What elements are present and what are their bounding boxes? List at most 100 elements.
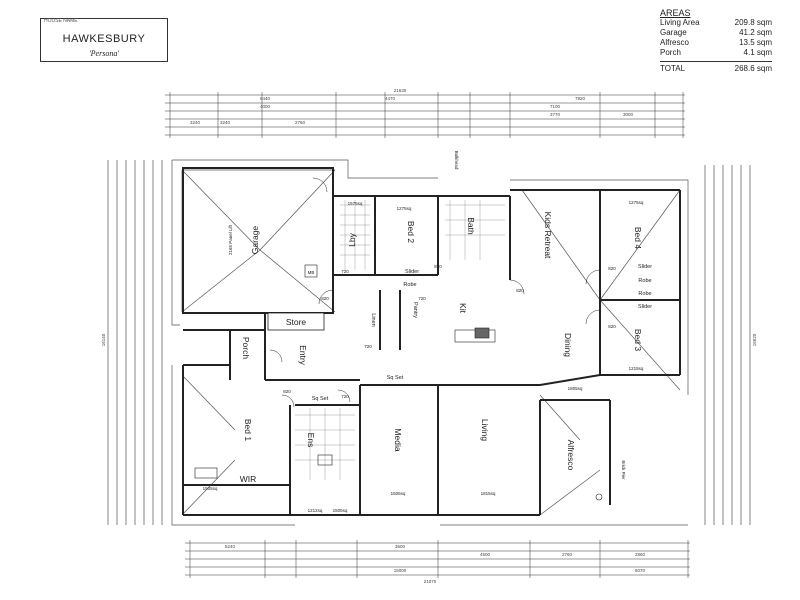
dimension-ticks	[169, 92, 689, 578]
room-bath: Bath	[466, 217, 476, 235]
room-laundry: Lby	[347, 232, 357, 246]
label-ceiling-media: 1505sq	[391, 491, 406, 496]
label-robe-bed3: Robe	[638, 291, 651, 297]
annotation-labels: Robe Slider Robe Robe Slider Slider Sq S…	[203, 151, 653, 513]
room-kitchen: Kit	[458, 303, 468, 314]
label-ceiling-bed2: 1275sq	[397, 206, 412, 211]
store-box	[267, 312, 325, 331]
label-robe: Robe	[403, 282, 416, 288]
dim-bot-overall: 21070	[424, 579, 437, 584]
dim-top-e: 4000	[260, 104, 271, 109]
dim-top-j: 3000	[623, 112, 634, 117]
area-value: 41.2 sqm	[739, 28, 772, 37]
label-door-width: 720	[341, 269, 349, 274]
dim-top-c: 7920	[575, 96, 586, 101]
label-ceiling-lby: 1575sq	[348, 201, 363, 206]
dim-top-a: 6440	[260, 96, 271, 101]
area-row: Alfresco 13.5 sqm	[660, 38, 772, 48]
dim-bot-f: 15000	[394, 568, 407, 573]
room-wir: WIR	[240, 474, 257, 484]
dimension-texts: 21630 6440 4470 7920 4000 7100 3240 2760…	[101, 88, 757, 584]
label-slider-bed3: Slider	[638, 304, 652, 310]
house-name-tag: HOUSE NAME	[44, 18, 78, 24]
label-door-width: 820	[608, 324, 616, 329]
area-row: Living Area 209.8 sqm	[660, 18, 772, 28]
label-brick-pier: Brick Pier	[621, 460, 626, 480]
room-ensuite: Ens	[306, 433, 316, 448]
label-robe-bed4: Robe	[638, 278, 651, 284]
dim-top-d: 3240	[190, 120, 201, 125]
label-meter-box: MB	[308, 270, 315, 275]
area-label: Porch	[660, 48, 681, 57]
label-door-width: 720	[418, 296, 426, 301]
room-garage: Garage	[250, 226, 260, 255]
room-alfresco: Alfresco	[566, 440, 576, 471]
roof-lines	[171, 159, 689, 526]
dim-top-overall: 21630	[394, 88, 407, 93]
areas-table: AREAS Living Area 209.8 sqm Garage 41.2 sq…	[660, 8, 772, 74]
area-value: 209.8 sqm	[734, 18, 772, 27]
room-pantry: Pantry	[412, 302, 418, 318]
label-ceiling-ens: 1212sq	[308, 508, 323, 513]
label-ceiling-hall: 1505sq	[333, 508, 348, 513]
dim-bot-d: 2760	[562, 552, 573, 557]
label-door-width: 820	[516, 288, 524, 293]
area-total-value: 268.6 sqm	[734, 64, 772, 73]
area-label: Alfresco	[660, 38, 689, 47]
label-ceiling-bed3: 1215sq	[629, 366, 644, 371]
dimension-lines	[107, 94, 751, 576]
room-media: Media	[393, 428, 403, 451]
label-ceiling-wir: 1505sq	[203, 486, 218, 491]
room-store: Store	[286, 317, 307, 327]
area-total-row: TOTAL 268.6 sqm	[660, 61, 772, 74]
garage-door-note: 2165 Panel Lift	[228, 224, 233, 255]
area-label: Living Area	[660, 18, 700, 27]
area-label: Garage	[660, 28, 687, 37]
title-block: HOUSE NAME HAWKESBURY 'Persona'	[40, 18, 168, 62]
label-slider-bed4: Slider	[638, 264, 652, 270]
room-porch: Porch	[241, 337, 251, 359]
areas-heading: AREAS	[660, 8, 691, 18]
room-bed-4: Bed 4	[633, 227, 643, 249]
room-entry: Entry	[298, 345, 308, 366]
area-value: 13.5 sqm	[739, 38, 772, 47]
dim-left-overall: 16140	[101, 333, 106, 346]
label-ceiling-bed4: 1275sq	[629, 200, 644, 205]
label-door-width: 820	[434, 264, 442, 269]
label-sq-set-1: Sq Set	[387, 375, 404, 381]
label-door-width: 720	[341, 394, 349, 399]
room-linen: Linen	[370, 313, 376, 326]
dim-right-overall: 16620	[752, 333, 757, 346]
label-door-width: 820	[283, 389, 291, 394]
area-row: Garage 41.2 sqm	[660, 28, 772, 38]
dim-top-g: 3240	[220, 120, 231, 125]
room-kids-retreat: Kids Retreat	[543, 212, 553, 259]
walls	[182, 167, 681, 516]
room-labels: Garage 2165 Panel Lift Lby Bed 2 Bath Ki…	[228, 212, 643, 484]
room-dining: Dining	[563, 333, 573, 357]
dim-top-b: 4470	[385, 96, 396, 101]
label-slider: Slider	[405, 269, 419, 275]
area-total-label: TOTAL	[660, 64, 686, 73]
room-bed-3: Bed 3	[633, 329, 643, 351]
dim-bot-a: 5240	[225, 544, 236, 549]
label-door-width: 820	[608, 266, 616, 271]
dim-top-i: 3770	[550, 112, 561, 117]
label-door-width: 820	[321, 296, 329, 301]
area-value: 4.1 sqm	[743, 48, 772, 57]
room-living: Living	[480, 419, 490, 441]
fixtures	[194, 264, 603, 501]
label-sq-set-2: Sq Set	[312, 396, 329, 402]
room-bed-2: Bed 2	[406, 221, 416, 243]
label-ceiling-dining: 1805sq	[568, 386, 583, 391]
door-swings	[269, 177, 601, 408]
dim-top-f: 7100	[550, 104, 561, 109]
house-subtitle: 'Persona'	[88, 49, 120, 58]
dim-bot-c: 4500	[480, 552, 491, 557]
tiles-hatch	[295, 200, 505, 480]
dim-bot-b: 3600	[395, 544, 406, 549]
dim-top-h: 2760	[295, 120, 306, 125]
label-bulkhead: Bulkhead	[454, 151, 459, 170]
room-bed-1: Bed 1	[243, 419, 253, 441]
